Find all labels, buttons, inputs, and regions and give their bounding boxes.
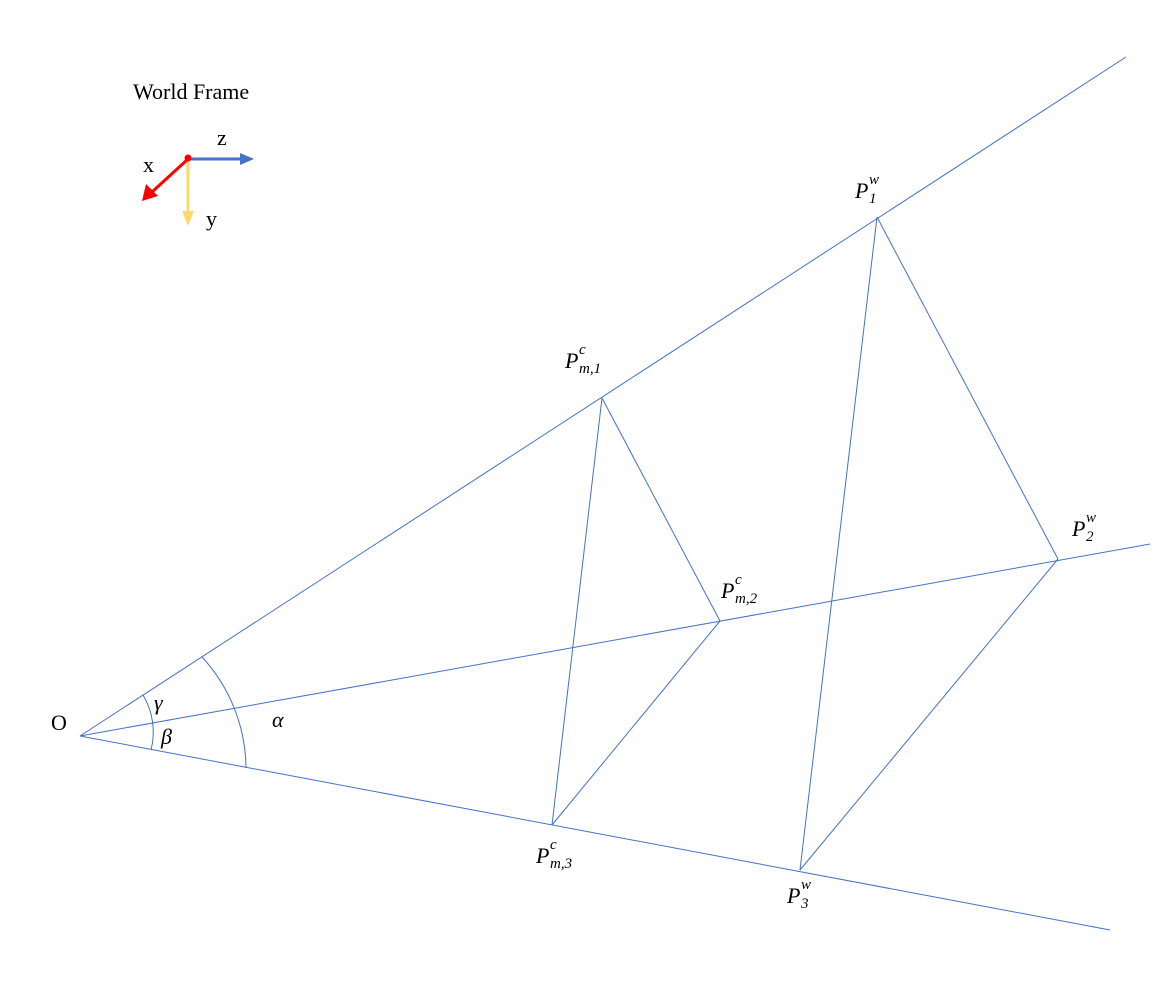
x-arrow-icon [142, 184, 158, 201]
arc-large [201, 656, 247, 769]
angle-alpha: α [272, 707, 284, 732]
ray-2 [79, 543, 1151, 737]
z-arrow-icon [240, 153, 254, 165]
edge-p1-p2 [876, 216, 1059, 560]
edge-pm1-pm2 [601, 397, 721, 622]
axis-label-y: y [206, 206, 217, 231]
angle-gamma: γ [154, 690, 163, 715]
axis-label-z: z [217, 125, 227, 150]
axis-label-x: x [143, 152, 154, 177]
edge-p1-p3 [799, 216, 878, 871]
origin-label: O [51, 710, 67, 735]
ray-1 [79, 56, 1127, 737]
world-frame-title: World Frame [133, 79, 250, 104]
world-frame-axes [142, 153, 254, 226]
edge-p2-p3 [799, 558, 1059, 871]
arc-small [142, 694, 154, 751]
ray-3 [79, 735, 1111, 931]
edge-pm1-pm3 [551, 397, 603, 826]
y-arrow-icon [182, 211, 194, 226]
angle-beta: β [161, 724, 172, 749]
edge-pm2-pm3 [551, 620, 721, 826]
